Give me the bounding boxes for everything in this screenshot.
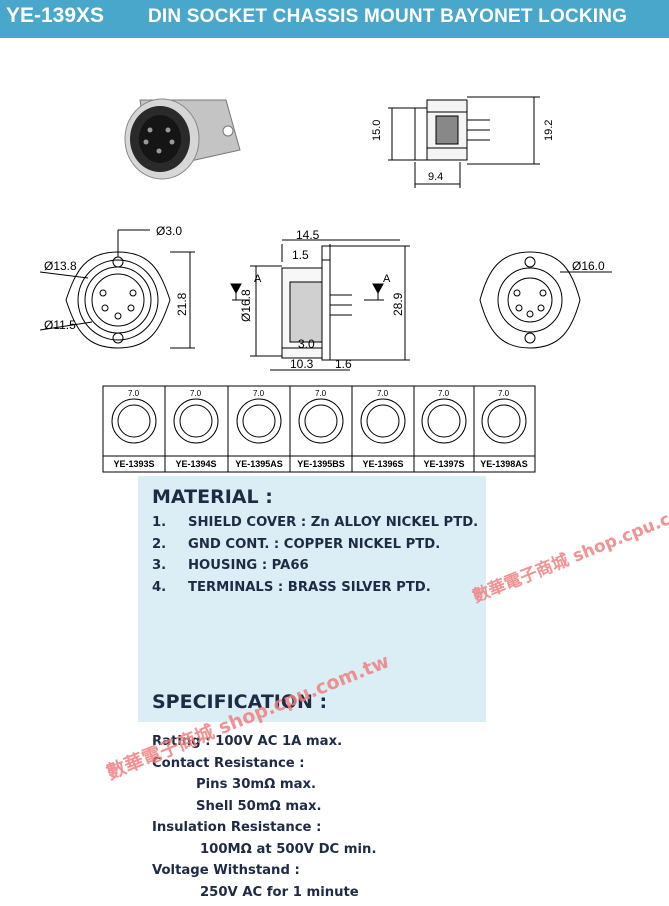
dim-body: 10.3 (290, 357, 314, 371)
spec-voltage-value: 250V AC for 1 minute (152, 885, 376, 906)
dim-section-dia: Ø16.8 (239, 289, 253, 322)
spec-pins: Pins 30mΩ max. (152, 777, 376, 799)
material-heading: MATERIAL : (152, 486, 273, 508)
dim-side-height: 15.0 (371, 120, 383, 141)
pin-dim-4: 7.0 (315, 389, 327, 398)
material-item: 1.SHIELD COVER : Zn ALLOY NICKEL PTD. (152, 515, 478, 537)
dim-hole: Ø3.0 (156, 224, 182, 238)
material-item-text: TERMINALS : BRASS SILVER PTD. (188, 580, 431, 595)
pin-dim-2: 7.0 (190, 389, 202, 398)
specification-list: Rating : 100V AC 1A max. Contact Resista… (152, 734, 376, 906)
section-mark-left: A (254, 273, 262, 285)
spec-voltage-label: Voltage Withstand : (152, 863, 376, 885)
spec-insulation-value: 100MΩ at 500V DC min. (152, 842, 376, 864)
material-item: 4.TERMINALS : BRASS SILVER PTD. (152, 580, 478, 602)
material-item-number: 4. (152, 580, 188, 595)
dim-flange: 1.5 (292, 248, 309, 262)
dim-tail: 1.6 (335, 357, 352, 371)
dim-outer-dia: Ø13.8 (44, 259, 77, 273)
spec-contact-label: Contact Resistance : (152, 756, 376, 778)
pin-model-label: YE-1393S (113, 459, 154, 469)
pin-dim-7: 7.0 (498, 389, 510, 398)
side-view (388, 97, 540, 188)
pin-model-label: YE-1397S (423, 459, 464, 469)
pin-model-label: YE-1398AS (480, 459, 528, 469)
dim-rear-dia: Ø16.0 (572, 259, 605, 273)
title-bar: YE-139XS DIN SOCKET CHASSIS MOUNT BAYONE… (0, 0, 669, 38)
product-photo (125, 99, 240, 179)
dim-section-width: 14.5 (296, 228, 320, 242)
pin-model-label: YE-1395BS (297, 459, 345, 469)
product-title: DIN SOCKET CHASSIS MOUNT BAYONET LOCKING (148, 6, 627, 28)
material-item: 2.GND CONT. : COPPER NICKEL PTD. (152, 537, 478, 559)
dim-side-depth: 9.4 (428, 171, 443, 183)
dim-step: 3.0 (298, 337, 315, 351)
pin-dim-3: 7.0 (253, 389, 265, 398)
material-item-text: GND CONT. : COPPER NICKEL PTD. (188, 537, 440, 552)
material-item-text: SHIELD COVER : Zn ALLOY NICKEL PTD. (188, 515, 478, 530)
material-item-number: 2. (152, 537, 188, 552)
pin-dim-5: 7.0 (377, 389, 389, 398)
dim-side-total-height: 19.2 (543, 120, 555, 141)
technical-drawing: 15.0 19.2 9.4 Ø3.0 Ø13.8 Ø11.5 21.8 (0, 38, 669, 478)
material-item: 3.HOUSING : PA66 (152, 558, 478, 580)
section-mark-right: A (383, 273, 391, 285)
pin-dim-1: 7.0 (128, 389, 140, 398)
pin-dim-6: 7.0 (438, 389, 450, 398)
pin-model-label: YE-1394S (175, 459, 216, 469)
pin-layout-cells (112, 399, 526, 443)
spec-insulation-label: Insulation Resistance : (152, 820, 376, 842)
dim-section-height: 28.9 (391, 292, 405, 316)
spec-shell: Shell 50mΩ max. (152, 799, 376, 821)
watermark-upper: 數華電子商城 shop.cpu.com.tw (468, 482, 669, 607)
dim-inner-dia: Ø11.5 (44, 318, 76, 332)
section-view (231, 240, 410, 370)
dim-front-height: 21.8 (175, 292, 189, 316)
material-item-text: HOUSING : PA66 (188, 558, 309, 573)
material-item-number: 3. (152, 558, 188, 573)
model-number: YE-139XS (6, 4, 104, 28)
material-item-number: 1. (152, 515, 188, 530)
pin-model-label: YE-1396S (362, 459, 403, 469)
pin-model-label: YE-1395AS (235, 459, 283, 469)
material-list: 1.SHIELD COVER : Zn ALLOY NICKEL PTD. 2.… (152, 515, 478, 601)
